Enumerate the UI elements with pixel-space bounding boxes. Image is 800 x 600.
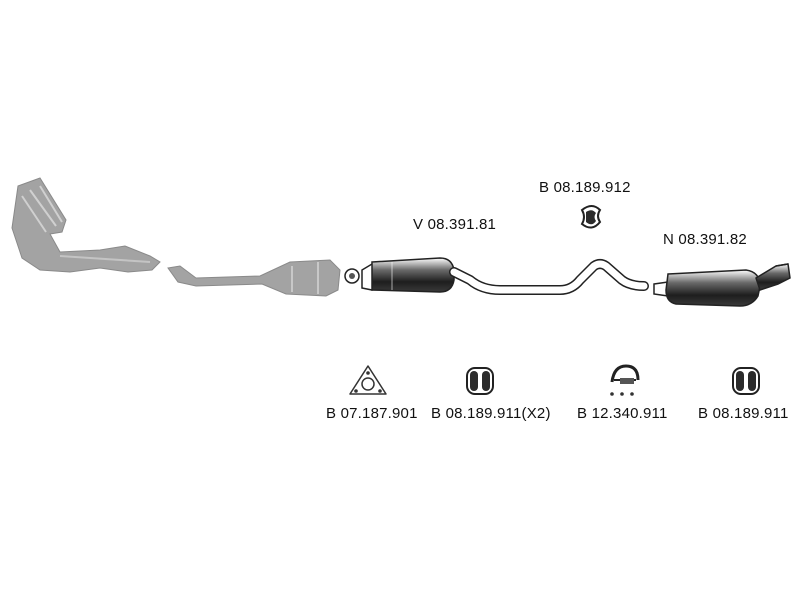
- rear-muffler: [653, 263, 791, 307]
- hanger-912-code: B 08.189.912: [539, 179, 631, 196]
- hanger-912-icon: [580, 205, 602, 229]
- front-muffler-code: V 08.391.81: [413, 216, 497, 233]
- front-muffler: [361, 257, 455, 293]
- hanger-single-code: B 08.189.911: [698, 405, 789, 422]
- rubber-hanger-icon: [732, 367, 760, 395]
- rubber-hanger-icon: [466, 367, 494, 395]
- mid-pipe: [449, 259, 649, 295]
- gasket-icon: [349, 365, 387, 395]
- clamp-code: B 12.340.911: [577, 405, 668, 422]
- gasket-code: B 07.187.901: [326, 405, 418, 422]
- exhaust-manifold: [11, 177, 161, 273]
- flange-icon: [344, 268, 360, 284]
- rear-muffler-code: N 08.391.82: [663, 231, 747, 248]
- hanger-pair-code: B 08.189.911(X2): [431, 405, 551, 422]
- clamp-icon: [610, 364, 640, 396]
- catalytic-converter: [167, 259, 341, 297]
